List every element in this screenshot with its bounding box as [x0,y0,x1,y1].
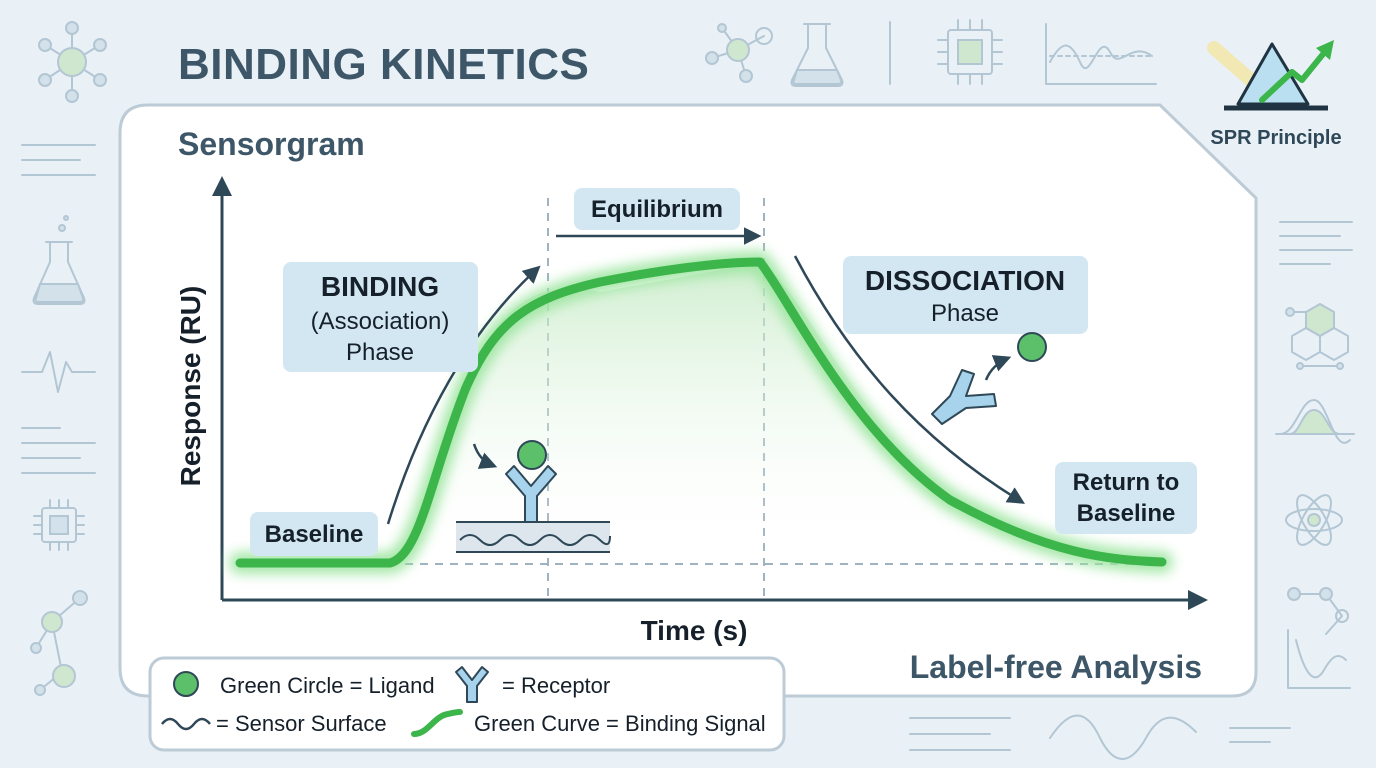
wave-icon [1049,714,1197,760]
binding-phase-label: BINDING (Association) Phase [283,262,478,372]
trend-arrow-icon [1259,45,1331,103]
equilibrium-label: Equilibrium [574,188,740,230]
background-decorations [21,19,1355,760]
text-lines-icon [1229,727,1291,743]
receptor-icon [505,465,557,523]
legend-box [148,656,786,752]
flask-icon [790,23,844,87]
dissociation-phase-line1: DISSOCIATION [865,265,1065,296]
flask-icon [32,215,86,305]
chip-icon [937,19,1003,85]
equilibrium-text: Equilibrium [591,196,723,223]
sensor-surface [456,522,610,552]
release-arrow [984,355,1012,381]
baseline-text: Baseline [265,521,364,548]
binding-signal-area [398,262,1160,564]
receptor-icon [931,369,997,425]
legend: Green Circle = Ligand = Receptor = Senso… [148,656,786,752]
x-axis-label: Time (s) [641,615,748,646]
legend-receptor-text: = Receptor [502,673,610,698]
spr-principle-badge: SPR Principle [1207,40,1342,149]
text-lines-icon [909,717,1011,751]
baseline-label: Baseline [250,512,378,556]
y-axis-arrow [212,176,232,196]
text-lines-icon [21,427,96,474]
trend-arrow-head [1316,40,1334,60]
molecule-icon [705,23,773,83]
binding-signal-curve [235,257,1167,568]
legend-curve-text: Green Curve = Binding Signal [474,711,766,736]
dissociation-arrow [793,255,1025,504]
association-arrow [386,265,541,525]
panel-heading: Sensorgram [178,126,365,162]
x-axis-arrow [1188,590,1208,610]
ligand-icon [517,440,547,470]
text-lines-icon [21,144,96,176]
sensor-wave-icon [459,534,611,546]
binding-phase-line1: BINDING [321,271,439,302]
dissociation-phase-label: DISSOCIATION Phase [843,256,1088,334]
chip-icon [33,499,85,551]
legend-ligand-icon [173,671,199,697]
sensor-binding-illustration [456,440,611,553]
return-baseline-line2: Baseline [1077,500,1176,527]
molecule-icon [30,590,88,696]
binding-phase-line2: (Association) [311,308,450,335]
binding-pointer-arrow [472,443,498,469]
legend-surface-text: = Sensor Surface [216,711,387,736]
molecule-chart-icon [1287,587,1351,689]
legend-ligand-text: Green Circle = Ligand [220,673,435,698]
spr-principle-label: SPR Principle [1210,127,1341,149]
atom-icon [1285,494,1343,546]
panel-footer: Label-free Analysis [910,649,1202,685]
bell-curve-icon [1275,399,1355,444]
return-baseline-line1: Return to [1073,469,1180,496]
binding-phase-line3: Phase [346,339,414,366]
hexagon-molecule-icon [1285,302,1349,370]
y-axis-label: Response (RU) [175,286,206,487]
wave-chart-icon [1045,23,1157,85]
ligand-icon [1017,332,1047,362]
text-lines-icon [1279,221,1353,265]
dissociation-illustration [931,332,1047,425]
molecule-icon [38,21,107,103]
return-baseline-label: Return to Baseline [1055,462,1197,534]
dissociation-phase-line2: Phase [931,300,999,327]
heartbeat-icon [21,351,96,393]
legend-receptor-icon [455,666,489,703]
legend-surface-icon [161,717,211,731]
legend-curve-icon [411,709,463,737]
page-title: BINDING KINETICS [178,40,589,89]
